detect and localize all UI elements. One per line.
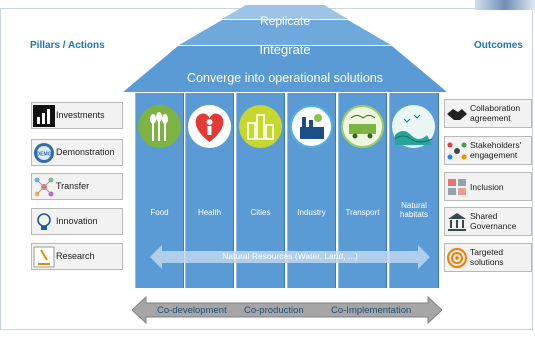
action-label: Transfer bbox=[56, 181, 90, 191]
roof-middle-label: Integrate bbox=[259, 42, 311, 57]
action-item-transfer: Transfer bbox=[31, 173, 123, 200]
roof-top-tier bbox=[222, 5, 348, 19]
natural-resources-arrow bbox=[150, 245, 430, 269]
demo-badge-icon: DEMO bbox=[33, 142, 55, 164]
bar-chart-icon bbox=[33, 105, 55, 127]
outcome-item-targeted: Targeted solutions bbox=[444, 243, 532, 272]
heart-person-icon bbox=[188, 105, 231, 148]
outcome-label: Collaboration agreement bbox=[470, 103, 521, 123]
pillar-label: Transport bbox=[345, 208, 380, 217]
outcome-item-inclusion: Inclusion bbox=[444, 172, 532, 201]
action-item-investments: Investments bbox=[31, 102, 123, 129]
outcome-item-governance: Shared Governance bbox=[444, 207, 532, 236]
outcome-label: Shared Governance bbox=[470, 211, 517, 231]
action-item-innovation: Innovation bbox=[31, 208, 123, 235]
factory-icon bbox=[290, 105, 333, 148]
natural-resources-label: Natural Resources (Water, Land, ...) bbox=[222, 251, 358, 261]
outcome-label: Inclusion bbox=[470, 182, 504, 192]
roof-bottom-tier bbox=[123, 46, 447, 92]
pillar-label: Health bbox=[197, 208, 222, 217]
outcome-label: Stakeholders' engagement bbox=[470, 140, 522, 160]
action-label: Demonstration bbox=[56, 147, 115, 157]
outcome-item-stakeholders: Stakeholders' engagement bbox=[444, 136, 532, 165]
co-process-arrow bbox=[132, 296, 442, 324]
pillar-label: Industry bbox=[297, 208, 326, 217]
city-icon bbox=[239, 105, 282, 148]
roof bbox=[123, 5, 447, 92]
pillar-label: Food bbox=[150, 208, 169, 217]
stakeholders-icon bbox=[446, 140, 468, 162]
transfer-icon bbox=[33, 176, 55, 198]
co-development-label: Co-development bbox=[157, 305, 227, 316]
roof-bottom-label: Converge into operational solutions bbox=[187, 71, 383, 85]
action-item-demonstration: DEMO Demonstration bbox=[31, 139, 123, 166]
pillar-label: Natural habitats bbox=[399, 201, 429, 219]
target-icon bbox=[446, 247, 468, 269]
action-label: Research bbox=[56, 251, 95, 261]
action-item-research: Research bbox=[31, 243, 123, 270]
handshake-icon bbox=[446, 103, 468, 125]
right-header: Outcomes bbox=[474, 40, 523, 51]
left-header: Pillars / Actions bbox=[30, 40, 105, 51]
inclusion-icon bbox=[446, 176, 468, 198]
lightbulb-icon bbox=[33, 211, 55, 233]
outcome-item-collaboration: Collaboration agreement bbox=[444, 99, 532, 128]
pillar-label: Cities bbox=[250, 208, 271, 217]
transport-icon bbox=[341, 105, 384, 148]
co-production-label: Co-production bbox=[244, 305, 304, 316]
birds-waves-icon bbox=[392, 105, 435, 148]
roof-top-label: Replicate bbox=[259, 14, 311, 28]
roof-middle-tier bbox=[179, 20, 391, 45]
microscope-icon bbox=[33, 246, 55, 268]
pillar-health: Health bbox=[185, 93, 234, 288]
action-label: Innovation bbox=[56, 216, 98, 226]
action-label: Investments bbox=[56, 110, 105, 120]
wheat-icon bbox=[138, 105, 181, 148]
corner-image-fragment bbox=[475, 0, 535, 10]
outcome-label: Targeted solutions bbox=[470, 247, 504, 267]
governance-icon bbox=[446, 211, 468, 233]
svg-text:DEMO: DEMO bbox=[37, 152, 52, 158]
co-implementation-label: Co-Implementation bbox=[331, 305, 412, 316]
